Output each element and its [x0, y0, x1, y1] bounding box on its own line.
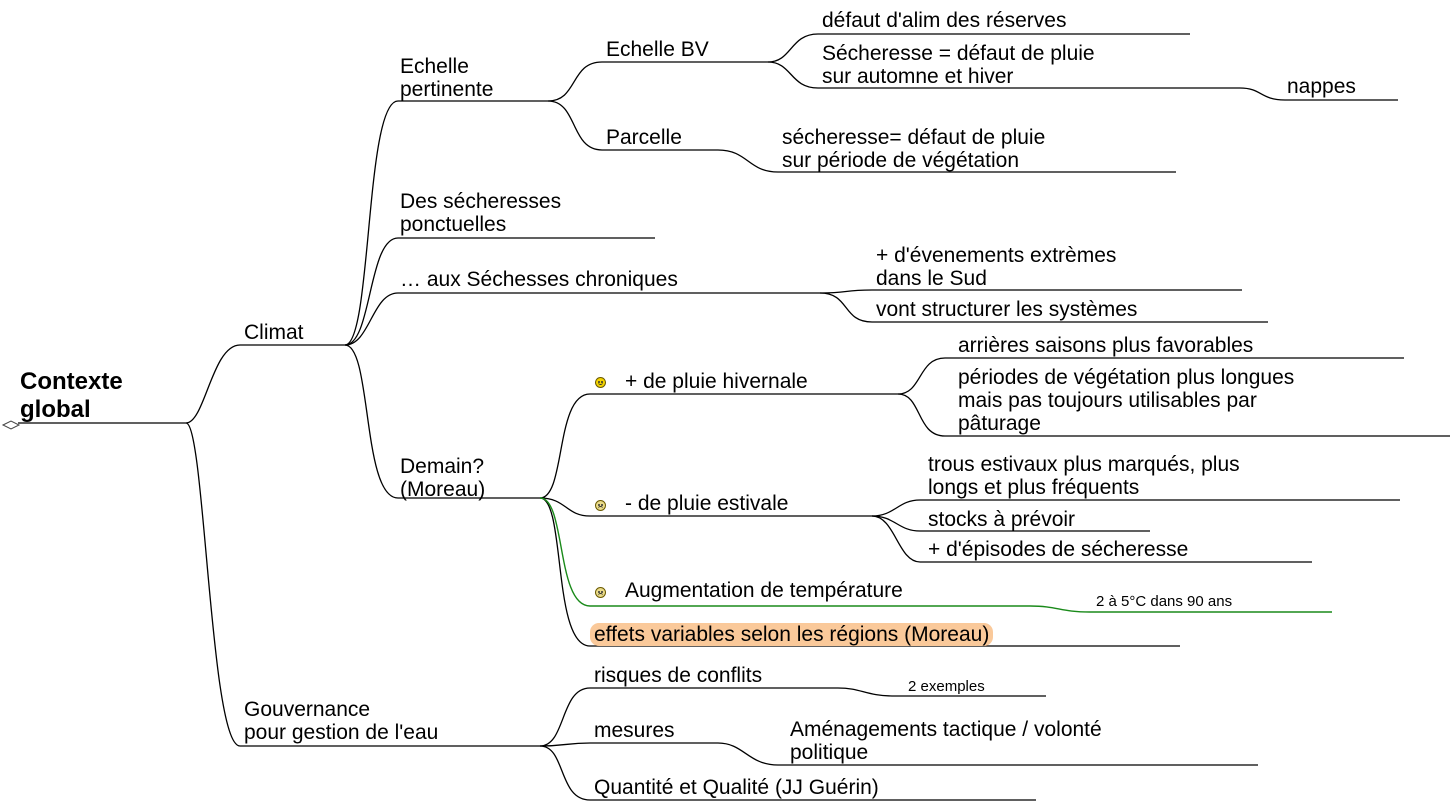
- topic-gouvernance[interactable]: Gouvernance pour gestion de l'eau: [244, 698, 438, 744]
- topic-line: trous estivaux plus marqués, plus: [928, 453, 1240, 476]
- topic-pluie-estivale[interactable]: - de pluie estivale: [625, 492, 789, 515]
- topic-parcelle[interactable]: Parcelle: [606, 126, 682, 149]
- topic-line: pâturage: [958, 412, 1041, 435]
- topic-secheresses-ponctuelles[interactable]: Des sécheresses ponctuelles: [400, 190, 561, 236]
- topic-effets-variables[interactable]: effets variables selon les régions (More…: [590, 623, 994, 646]
- topic-line: longs et plus fréquents: [928, 476, 1140, 499]
- topic-line: pour gestion de l'eau: [244, 721, 439, 744]
- topic-line: Demain?: [400, 455, 485, 478]
- topic-nappes[interactable]: nappes: [1287, 75, 1356, 98]
- topic-climat[interactable]: Climat: [244, 321, 304, 344]
- topic-line: Gouvernance: [244, 698, 371, 721]
- topic-mesures[interactable]: mesures: [594, 719, 675, 742]
- topic-line: (Moreau): [400, 478, 486, 501]
- topic-defaut-alim[interactable]: défaut d'alim des réserves: [822, 9, 1067, 32]
- topic-secheresse-vegetation[interactable]: sécheresse= défaut de pluie sur période …: [782, 126, 1045, 172]
- temperature-branch: [539, 497, 1332, 613]
- smiley-sad-icon: [595, 587, 606, 598]
- note-2-a-5-degres[interactable]: 2 à 5°C dans 90 ans: [1096, 593, 1233, 610]
- topic-secheresse-automne-hiver[interactable]: Sécheresse = défaut de pluie sur automne…: [822, 42, 1095, 88]
- topic-risques-conflits[interactable]: risques de conflits: [594, 664, 763, 687]
- smiley-sad-icon: [595, 500, 606, 511]
- topic-quantite-qualite[interactable]: Quantité et Qualité (JJ Guérin): [594, 776, 879, 799]
- topic-secheresses-chroniques[interactable]: … aux Séchesses chroniques: [400, 268, 678, 291]
- topic-line: mais pas toujours utilisables par: [958, 389, 1257, 412]
- topic-line: sur automne et hiver: [822, 65, 1014, 88]
- topic-line: Des sécheresses: [400, 190, 562, 213]
- note-2-exemples[interactable]: 2 exemples: [908, 678, 985, 695]
- topic-line: Sécheresse = défaut de pluie: [822, 42, 1095, 65]
- topic-echelle-bv[interactable]: Echelle BV: [606, 38, 709, 61]
- root-topic-line2: global: [20, 396, 91, 423]
- topic-demain[interactable]: Demain? (Moreau): [400, 455, 485, 501]
- topic-pluie-hivernale[interactable]: + de pluie hivernale: [625, 370, 808, 393]
- root-topic-line1: Contexte: [20, 368, 123, 395]
- smiley-happy-icon: [595, 377, 606, 388]
- topic-line: ponctuelles: [400, 213, 507, 236]
- root-topic[interactable]: Contexte global: [20, 368, 123, 424]
- topic-line: Aménagements tactique / volonté: [790, 718, 1102, 741]
- topic-line: pertinente: [400, 78, 494, 101]
- topic-augmentation-temperature[interactable]: Augmentation de température: [625, 579, 903, 602]
- topic-line: sur période de végétation: [782, 149, 1019, 172]
- topic-line: Echelle: [400, 55, 469, 78]
- topic-line: sécheresse= défaut de pluie: [782, 126, 1046, 149]
- topic-evenements-extremes[interactable]: + d'évenements extrèmes dans le Sud: [876, 244, 1116, 290]
- collapse-handle-icon[interactable]: [1, 420, 21, 430]
- topic-echelle-pertinente[interactable]: Echelle pertinente: [400, 55, 493, 101]
- topic-stocks[interactable]: stocks à prévoir: [928, 508, 1076, 531]
- topic-line: dans le Sud: [876, 267, 987, 290]
- topic-amenagements[interactable]: Aménagements tactique / volonté politiqu…: [790, 718, 1102, 764]
- topic-arrieres-saisons[interactable]: arrières saisons plus favorables: [958, 334, 1254, 357]
- topic-line: périodes de végétation plus longues: [958, 366, 1295, 389]
- topic-periodes-vegetation[interactable]: périodes de végétation plus longues mais…: [958, 366, 1294, 435]
- topic-trous-estivaux[interactable]: trous estivaux plus marqués, plus longs …: [928, 453, 1240, 499]
- topic-line: + d'évenements extrèmes: [876, 244, 1117, 267]
- highlighted-topic-label: effets variables selon les régions (More…: [590, 623, 994, 646]
- topic-structurer-systemes[interactable]: vont structurer les systèmes: [876, 298, 1138, 321]
- topic-line: politique: [790, 741, 869, 764]
- topic-episodes-secheresse[interactable]: + d'épisodes de sécheresse: [928, 538, 1189, 561]
